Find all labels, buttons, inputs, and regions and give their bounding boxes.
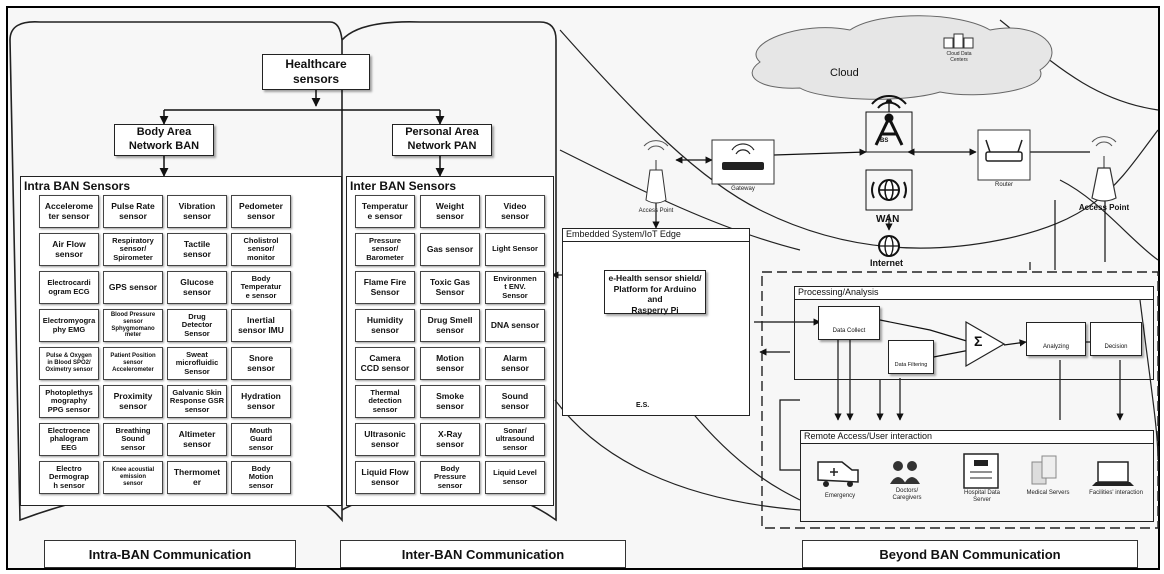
inter-sensor-cell: Motion sensor [420, 347, 480, 380]
inter-sensor-cell: Gas sensor [420, 233, 480, 266]
intra-sensor-cell: Electrocardi ogram ECG [39, 271, 99, 304]
inter-sensor-cell: Sound sensor [485, 385, 545, 418]
intra-sensor-cell: Altimeter sensor [167, 423, 227, 456]
inter-sensor-cell: Toxic Gas Sensor [420, 271, 480, 304]
healthcare-sensors-node: Healthcare sensors [262, 54, 370, 90]
router-label: Router [994, 182, 1013, 188]
internet-label: Internet [870, 258, 904, 268]
intra-ban-title: Intra BAN Sensors [24, 179, 131, 193]
intra-sensor-cell: Electro Dermograp h sensor [39, 461, 99, 494]
remote-item-facilities: Facilities' interaction [1089, 490, 1143, 496]
ban-node: Body Area Network BAN [114, 124, 214, 156]
gateway-label: Gateway [731, 186, 755, 192]
footer-inter-ban: Inter-BAN Communication [340, 540, 626, 568]
data-collect-node: Data Collect [818, 306, 880, 340]
decision-node: Decision [1090, 322, 1142, 356]
inter-sensor-cell: Humidity sensor [355, 309, 415, 342]
remote-access-title: Remote Access/User interaction [801, 431, 1153, 444]
inter-sensor-cell: DNA sensor [485, 309, 545, 342]
inter-sensor-cell: Thermal detection sensor [355, 385, 415, 418]
intra-sensor-cell: Galvanic Skin Response GSR sensor [167, 385, 227, 418]
intra-sensor-cell: Photoplethys mography PPG sensor [39, 385, 99, 418]
remote-item-emergency: Emergency [824, 493, 856, 499]
remote-item-doctors: Doctors/ Caregivers [892, 488, 922, 501]
inter-sensor-cell: Flame Fire Sensor [355, 271, 415, 304]
intra-sensor-cell: Patient Position sensor Accelerometer [103, 347, 163, 380]
intra-sensor-cell: Breathing Sound sensor [103, 423, 163, 456]
remote-item-medical-servers: Medical Servers [1026, 490, 1070, 496]
inter-sensor-cell: Ultrasonic sensor [355, 423, 415, 456]
intra-sensor-cell: Electroence phalogram EEG [39, 423, 99, 456]
inter-sensor-cell: Video sensor [485, 195, 545, 228]
inter-sensor-cell: Environmen t ENV. Sensor [485, 271, 545, 304]
intra-sensor-cell: Thermomet er [167, 461, 227, 494]
intra-sensor-cell: Knee acoustial emission sensor [103, 461, 163, 494]
data-filtering-node: Data Filtering [888, 340, 934, 374]
inter-sensor-cell: Pressure sensor/ Barometer [355, 233, 415, 266]
processing-panel: Processing/Analysis [794, 286, 1154, 380]
inter-sensor-cell: X-Ray sensor [420, 423, 480, 456]
footer-beyond-ban: Beyond BAN Communication [802, 540, 1138, 568]
embedded-system-panel: Embedded System/IoT Edge [562, 228, 750, 416]
intra-sensor-cell: Body Temperatur e sensor [231, 271, 291, 304]
intra-sensor-cell: Blood Pressure sensor Sphygmomano meter [103, 309, 163, 342]
intra-sensor-cell: Body Motion sensor [231, 461, 291, 494]
intra-sensor-cell: Air Flow sensor [39, 233, 99, 266]
inter-sensor-cell: Alarm sensor [485, 347, 545, 380]
intra-sensor-cell: Pedometer sensor [231, 195, 291, 228]
intra-sensor-cell: Vibration sensor [167, 195, 227, 228]
intra-sensor-cell: Tactile sensor [167, 233, 227, 266]
pan-node: Personal Area Network PAN [392, 124, 492, 156]
intra-sensor-cell: Pulse & Oxygen in Blood SPO2/ Oximetry s… [39, 347, 99, 380]
cloud-label: Cloud [830, 67, 859, 79]
footer-intra-ban: Intra-BAN Communication [44, 540, 296, 568]
access-point-right-label: Access Point [1078, 203, 1130, 212]
inter-sensor-cell: Liquid Flow sensor [355, 461, 415, 494]
intra-sensor-cell: Glucose sensor [167, 271, 227, 304]
processing-title: Processing/Analysis [795, 287, 1153, 300]
data-collect-label: Data Collect [832, 328, 866, 334]
remote-access-panel: Remote Access/User interaction [800, 430, 1154, 522]
wan-label: WAN [876, 214, 900, 225]
intra-sensor-cell: Sweat microfluidic Sensor [167, 347, 227, 380]
intra-sensor-cell: Hydration sensor [231, 385, 291, 418]
inter-ban-title: Inter BAN Sensors [350, 179, 457, 193]
inter-sensor-cell: Liquid Level sensor [485, 461, 545, 494]
inter-sensor-cell: Weight sensor [420, 195, 480, 228]
access-point-left-label: Access Point [638, 208, 674, 214]
bs-label: BS [880, 138, 889, 144]
inter-sensor-cell: Camera CCD sensor [355, 347, 415, 380]
analyzing-label: Analyzing [1042, 344, 1069, 350]
inter-sensor-cell: Sonar/ ultrasound sensor [485, 423, 545, 456]
embedded-system-title: Embedded System/IoT Edge [563, 229, 749, 242]
intra-sensor-cell: Snore sensor [231, 347, 291, 380]
inter-sensor-cell: Smoke sensor [420, 385, 480, 418]
remote-item-hospital-server: Hospital Data Server [963, 490, 1001, 503]
e-health-shield-label: e-Health sensor shield/ Platform for Ard… [604, 270, 706, 315]
es-label: E.S. [636, 402, 650, 409]
intra-sensor-cell: Drug Detector Sensor [167, 309, 227, 342]
data-filtering-label: Data Filtering [894, 362, 928, 368]
intra-sensor-cell: Accelerome ter sensor [39, 195, 99, 228]
decision-label: Decision [1104, 344, 1128, 350]
inter-sensor-cell: Body Pressure sensor [420, 461, 480, 494]
intra-sensor-cell: Respiratory sensor/ Spirometer [103, 233, 163, 266]
intra-sensor-cell: Inertial sensor IMU [231, 309, 291, 342]
inter-sensor-cell: Temperatur e sensor [355, 195, 415, 228]
analyzing-node: Analyzing [1026, 322, 1086, 356]
intra-sensor-cell: Pulse Rate sensor [103, 195, 163, 228]
intra-sensor-cell: Electromyogra phy EMG [39, 309, 99, 342]
intra-sensor-cell: Cholistrol sensor/ monitor [231, 233, 291, 266]
intra-sensor-cell: GPS sensor [103, 271, 163, 304]
sum-symbol: Σ [974, 333, 983, 349]
intra-sensor-cell: Mouth Guard sensor [231, 423, 291, 456]
inter-sensor-cell: Drug Smell sensor [420, 309, 480, 342]
intra-sensor-cell: Proximity sensor [103, 385, 163, 418]
inter-sensor-cell: Light Sensor [485, 233, 545, 266]
cloud-datacenter-label: Cloud Data Centers [946, 51, 972, 63]
